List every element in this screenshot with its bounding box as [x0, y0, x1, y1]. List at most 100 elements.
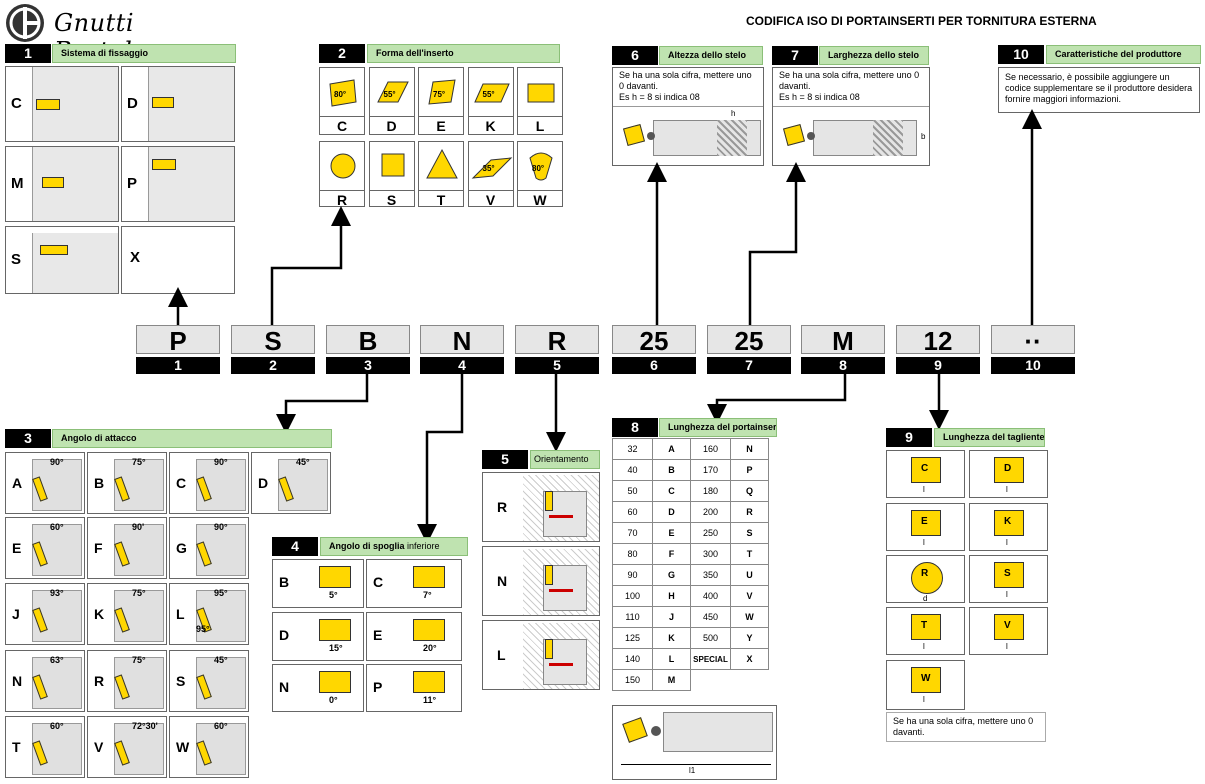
insert-E-icon [428, 79, 456, 105]
sec1-cell-M: M [5, 146, 119, 222]
code-char-6: 25 [612, 325, 696, 356]
sec10-panel: Se necessario, è possibile aggiungere un… [998, 67, 1200, 113]
sec1-cell-D: D [121, 66, 235, 142]
insert-shape-S: S [368, 141, 415, 208]
insert-angle-label: 55° [482, 90, 495, 99]
table-cell: 200 [690, 501, 731, 523]
approach-angle-value: 63° [50, 655, 64, 665]
table-cell: L [652, 648, 691, 670]
sec8-title: Lunghezza del portainserto [659, 418, 777, 437]
code-char-9: 12 [896, 325, 980, 356]
insert-shape-T: T [418, 141, 464, 208]
direction-arrow-icon [549, 589, 573, 592]
table-cell: 32 [612, 438, 653, 460]
code-char-2: S [231, 325, 315, 356]
orientation-R: R [482, 472, 600, 542]
approach-angle-value: 75° [132, 457, 146, 467]
sec1-title: Sistema di fissaggio [52, 44, 236, 63]
table-cell: J [652, 606, 691, 628]
insert-angle-label: 75° [433, 90, 446, 99]
sec8-number: 8 [612, 418, 658, 437]
approach-angle-value: 90° [50, 457, 64, 467]
table-cell: F [652, 543, 691, 565]
code-pos-8: 8 [801, 357, 885, 374]
approach-angle-value: 45° [214, 655, 228, 665]
table-cell: 110 [612, 606, 653, 628]
code-char-5: R [515, 325, 599, 356]
code-char-8: M [801, 325, 885, 356]
code-pos-3: 3 [326, 357, 410, 374]
table-cell: 300 [690, 543, 731, 565]
table-cell: 500 [690, 627, 731, 649]
page-title: CODIFICA ISO DI PORTAINSERTI PER TORNITU… [746, 14, 1097, 28]
table-cell: 40 [612, 459, 653, 481]
direction-arrow-icon [549, 515, 573, 518]
sec1-cell-P: P [121, 146, 235, 222]
table-cell: 170 [690, 459, 731, 481]
insert-V-icon [471, 157, 512, 179]
code-char-7: 25 [707, 325, 791, 356]
sec6-number: 6 [612, 46, 658, 65]
insert-angle-label: 55° [383, 90, 396, 99]
approach-angle-value: 75° [132, 655, 146, 665]
approach-angle-value: 90° [214, 522, 228, 532]
sec7-number: 7 [772, 46, 818, 65]
insert-letter: R [336, 192, 348, 208]
insert-C-icon [329, 79, 357, 107]
sec6-panel: Se ha una sola cifra, mettere uno 0 dava… [612, 67, 764, 166]
insert-letter: V [485, 192, 496, 208]
approach-angle-value: 95° [214, 588, 228, 598]
sec7-title: Larghezza dello stelo [819, 46, 929, 65]
table-cell: T [730, 543, 769, 565]
table-cell: 100 [612, 585, 653, 607]
cutting-edge-dim: l [923, 642, 925, 651]
table-cell: R [730, 501, 769, 523]
insert-shape-K: 55°K [467, 67, 514, 135]
cutting-edge-dim: d [923, 594, 928, 603]
table-cell: Q [730, 480, 769, 502]
insert-shape-R: R [319, 141, 365, 208]
sec3-title: Angolo di attacco [52, 429, 332, 448]
insert-angle-label: 80° [334, 90, 347, 99]
code-char-4: N [420, 325, 504, 356]
sec1-number: 1 [5, 44, 51, 63]
cutting-edge-letter: C [921, 463, 929, 474]
clearance-angle-value: 7° [423, 590, 432, 600]
table-cell: 250 [690, 522, 731, 544]
table-cell: 125 [612, 627, 653, 649]
table-cell: M [652, 669, 691, 691]
table-cell: 50 [612, 480, 653, 502]
table-cell: S [730, 522, 769, 544]
code-pos-4: 4 [420, 357, 504, 374]
sec3-number: 3 [5, 429, 51, 448]
table-cell: 140 [612, 648, 653, 670]
insert-angle-label: 35° [482, 164, 495, 173]
sec6-title: Altezza dello stelo [659, 46, 763, 65]
cutting-edge-letter: R [921, 568, 929, 579]
table-cell: D [652, 501, 691, 523]
insert-S-icon [381, 153, 404, 177]
approach-angle-value-2: 95° [196, 624, 210, 634]
table-cell: B [652, 459, 691, 481]
